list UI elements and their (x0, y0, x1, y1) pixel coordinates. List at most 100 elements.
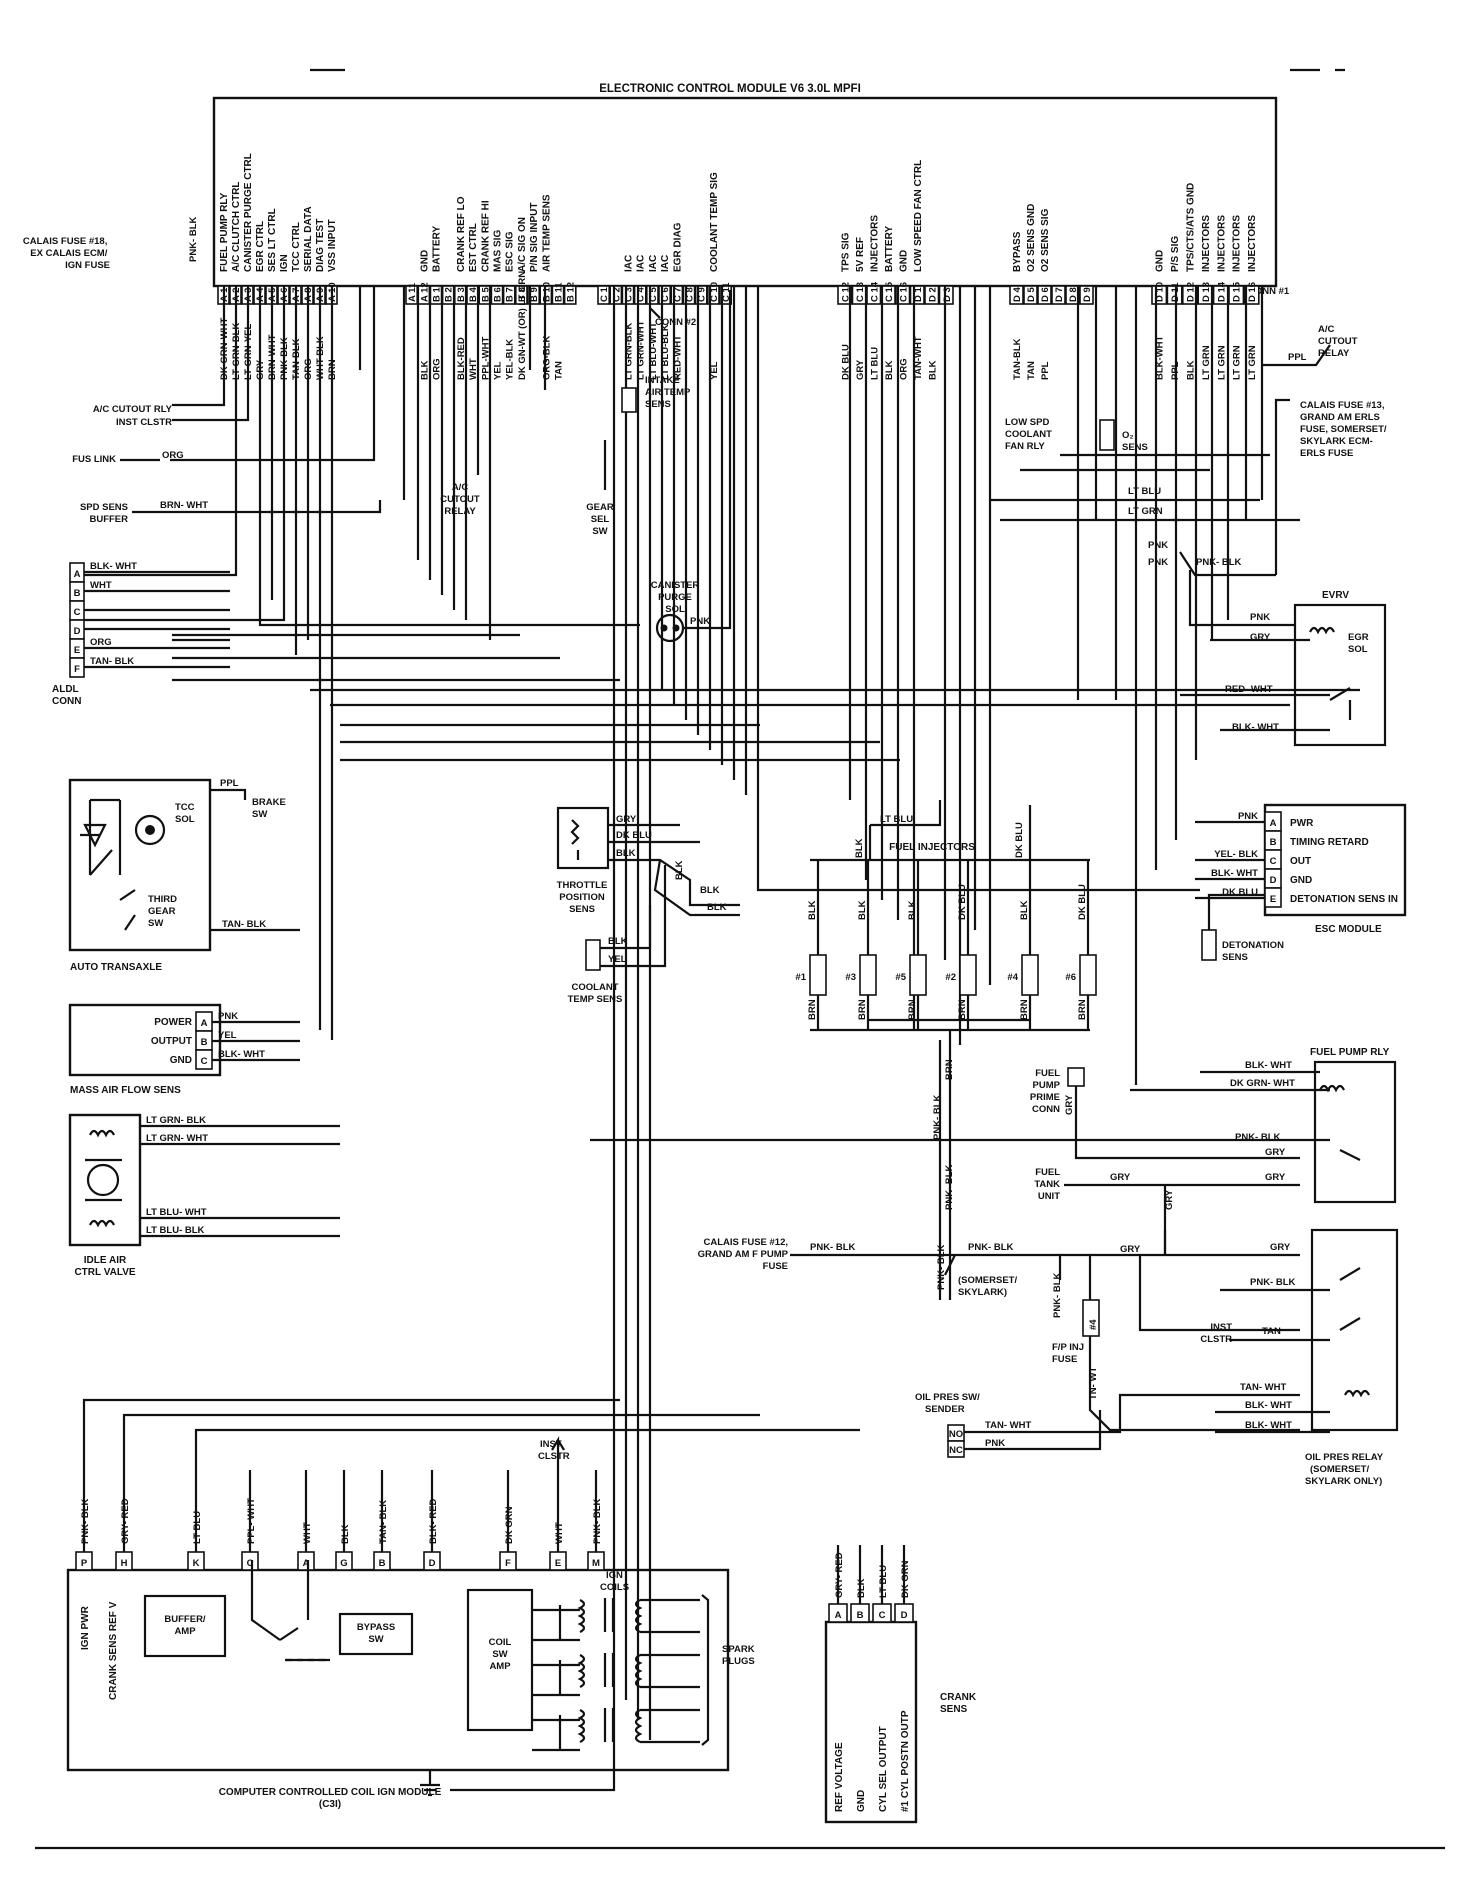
injector-feed-wire: DK BLU (1077, 884, 1088, 920)
maf-pin-letter: B (201, 1037, 208, 1048)
crank-wire: DK GRN (900, 1560, 911, 1598)
maf-title: MASS AIR FLOW SENS (70, 1085, 181, 1096)
injector (959, 954, 977, 996)
ecm-pin-function: CRANK REF LO (456, 196, 467, 272)
maf-row-label: GND (170, 1055, 192, 1066)
crank-pin-letter: B (857, 1610, 864, 1621)
fp-wire-pnk-blk: PNK- BLK (1235, 1132, 1281, 1143)
fuel-pump-rly-box (1313, 1060, 1397, 1204)
injector-return-wire: BRN (857, 999, 868, 1020)
transaxle-ppl: PPL (220, 778, 239, 789)
esc-wire: BLK- WHT (1211, 868, 1258, 879)
inj-common-pnk3: PNK- BLK (936, 1244, 947, 1290)
detonation-sensor (1201, 929, 1217, 961)
ecm-pin-function: GND (898, 250, 909, 272)
ecm-pin-number: B 3 (456, 287, 467, 302)
ecm-pin (621, 285, 635, 305)
ecm-pin (1009, 285, 1024, 305)
tcc-sol-coil (134, 814, 166, 846)
ecm-pin (645, 285, 659, 305)
ecm-pin (1051, 285, 1066, 305)
oil-wire-tan-wht: TAN- WHT (1240, 1382, 1286, 1393)
ecm-pin-function: INJECTORS (1232, 215, 1243, 272)
fuse12-tn-wt: TN- WT (1088, 1367, 1099, 1400)
aldl-pin-letter: A (74, 569, 81, 580)
fp-wire-gry3: GRY (1110, 1172, 1131, 1183)
maf-row-label: POWER (154, 1017, 193, 1028)
c3i-pin-letter: P (81, 1558, 88, 1569)
ecm-pin-number: D 8 (1068, 287, 1079, 302)
esc-pin-letter: E (1270, 894, 1276, 905)
injector (1079, 954, 1097, 996)
evrv-wire-pnk: PNK (1250, 612, 1270, 623)
ecm-pin (597, 285, 610, 305)
ecm-pin-number: D 2 (927, 287, 938, 302)
ecm-pin-function: IAC (660, 255, 671, 272)
coolant-wire-yel: YEL (608, 954, 627, 965)
fp-wire-blk-wht: BLK- WHT (1245, 1060, 1292, 1071)
ecm-pin-number: D 1 (913, 287, 924, 303)
ecm-pin-function: DIAG TEST (315, 219, 326, 272)
crank-wire: LT BLU (878, 1565, 889, 1598)
c3i-wire: PNK- BLK (80, 1498, 91, 1544)
aldl-wire: ORG (90, 637, 112, 648)
iac-wire: LT BLU- WHT (146, 1207, 207, 1218)
c3i-wire: LT BLU (192, 1511, 203, 1544)
ecm-pin (563, 285, 577, 305)
ecm-pin (719, 285, 732, 305)
c3i-wire: PPL- WHT (246, 1498, 257, 1544)
crank-wire: GRY- RED (834, 1552, 845, 1598)
aldl-pin-letter: D (74, 626, 81, 637)
injector-return-wire: BRN (907, 999, 918, 1020)
esc-pin-letter: B (1270, 837, 1277, 848)
ecm-pin-function: 5V REF (855, 237, 866, 272)
crank-function: #1 CYL POSTN OUTP (900, 1710, 911, 1812)
ecm-pin (490, 285, 504, 305)
injector-feed-wire: BLK (1019, 900, 1030, 920)
evrv-wire-red-wht: RED- WHT (1225, 684, 1273, 695)
injector-number: #2 (945, 972, 956, 983)
c3i-wire: TAN- BLK (378, 1500, 389, 1544)
c3i-wire: DK GRN (504, 1506, 515, 1544)
ecm-pin-number: D 6 (1040, 287, 1051, 302)
ecm-pin (694, 285, 708, 305)
crank-wire: BLK (856, 1578, 867, 1598)
ecm-pin-number: D 15 (1232, 281, 1243, 302)
ecm-pin-wire: YEL (493, 361, 504, 380)
ecm-pin-number: D 10 (1155, 282, 1166, 302)
iac-box (68, 1113, 142, 1247)
tps-wire-gry: GRY (616, 814, 637, 825)
ecm-pin-number: C 5 (648, 287, 659, 303)
c3i-wire: WHT (554, 1522, 565, 1544)
ecm-pin-number: A 12 (419, 282, 430, 302)
ecm-pin-wire: ORG-BLK (541, 336, 552, 380)
esc-pin-function: DETONATION SENS IN (1290, 894, 1398, 905)
ecm-pin-number: B 4 (468, 287, 479, 303)
evrv-wire-blk-wht: BLK- WHT (1232, 722, 1279, 733)
ecm-pin (837, 285, 853, 305)
ecm-pin-function: SES LT CTRL (267, 208, 278, 272)
ecm-pin-number: D 7 (1054, 287, 1065, 302)
c3i-wire: PNK- BLK (592, 1498, 603, 1544)
fuse12-pnk-blk-v: PNK- BLK (1052, 1272, 1063, 1318)
oil-wire-blk-wht2: BLK- WHT (1245, 1420, 1292, 1431)
buffer-amp-label: BUFFER/AMP (164, 1614, 206, 1637)
fuel-injectors: FUEL INJECTORS LT BLU BLK DK BLU #1BLKBR… (795, 800, 1097, 1300)
ecm-pin-number: C 14 (869, 281, 880, 302)
injector-number: #3 (845, 972, 856, 983)
ecm-pin-function: A/C SIG ON (517, 217, 528, 272)
